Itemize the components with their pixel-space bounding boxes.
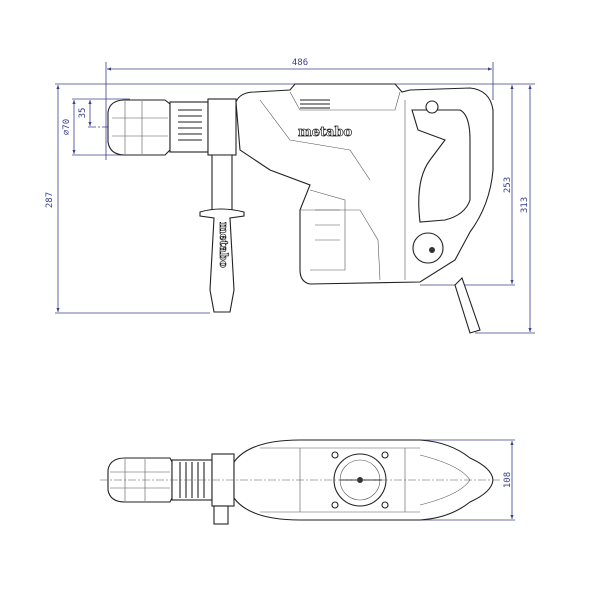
- dimension-body-height: 253: [420, 85, 515, 286]
- dimension-label-35: 35: [78, 108, 88, 119]
- side-handle: [199, 208, 245, 313]
- dimension-label-313: 313: [520, 197, 530, 213]
- dimension-label-70: ⌀70: [62, 119, 72, 135]
- dimension-label-108: 108: [503, 472, 513, 488]
- dimension-height-handle: 287: [45, 85, 210, 314]
- side-handle-clamp: [211, 154, 233, 211]
- drill-top-view: [100, 439, 500, 525]
- side-handle-logo: metabo: [217, 222, 230, 268]
- top-knob-icon: [425, 100, 439, 114]
- metabo-logo: metabo: [298, 125, 353, 140]
- dimension-label-253: 253: [503, 177, 513, 193]
- dimension-overall-length: 486: [105, 58, 494, 160]
- mode-dial: [412, 232, 444, 264]
- power-cable: [454, 276, 481, 334]
- rear-handle-opening: [411, 109, 471, 223]
- dimension-height-cable: 313: [475, 85, 535, 334]
- dimension-label-486: 486: [292, 58, 308, 68]
- chuck: [107, 99, 171, 156]
- dimension-label-287: 287: [45, 192, 55, 208]
- side-handle-top: [213, 505, 229, 525]
- drill-side-view: metabo metabo: [107, 83, 494, 334]
